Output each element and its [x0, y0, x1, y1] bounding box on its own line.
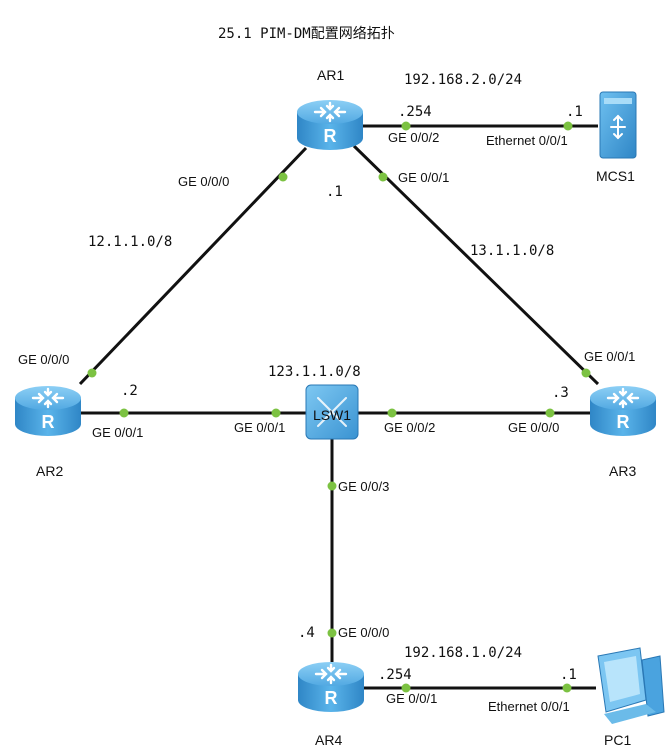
port-ar4-ge001: GE 0/0/1: [386, 691, 437, 706]
port-pc1-eth: Ethernet 0/0/1: [488, 699, 570, 714]
router-icon-glyph: R: [324, 126, 337, 146]
port-lsw1-ge001: GE 0/0/1: [234, 420, 285, 435]
router-icon-glyph: R: [42, 412, 55, 432]
router-ar4[interactable]: R: [296, 660, 366, 714]
label-lsw1: LSW1: [313, 407, 351, 423]
router-ar1[interactable]: R: [295, 98, 365, 152]
network-13: 13.1.1.0/8: [470, 243, 554, 259]
port-dot-ar3-ge001: [581, 368, 591, 378]
network-192-168-2: 192.168.2.0/24: [404, 72, 522, 88]
port-dot-ar2-ge001: [119, 408, 129, 418]
host-ar2-2: .2: [121, 383, 138, 399]
host-ar1-1: .1: [326, 184, 343, 200]
port-dot-ar4-ge000: [327, 628, 337, 638]
network-12: 12.1.1.0/8: [88, 234, 172, 250]
port-dot-lsw1-ge001: [271, 408, 281, 418]
port-dot-lsw1-ge002: [387, 408, 397, 418]
port-ar1-ge000: GE 0/0/0: [178, 174, 229, 189]
port-dot-pc1-eth: [562, 683, 572, 693]
router-ar2[interactable]: R: [13, 384, 83, 438]
router-icon-glyph: R: [325, 688, 338, 708]
port-ar3-ge000: GE 0/0/0: [508, 420, 559, 435]
port-lsw1-ge003: GE 0/0/3: [338, 479, 389, 494]
label-ar1: AR1: [317, 67, 344, 83]
server-mcs1[interactable]: [599, 91, 637, 159]
port-dot-ar4-ge001: [401, 683, 411, 693]
label-ar2: AR2: [36, 463, 63, 479]
network-123: 123.1.1.0/8: [268, 364, 361, 380]
link-ar1-ar3: [352, 144, 600, 386]
port-dot-ar1-ge002: [401, 121, 411, 131]
port-dot-lsw1-ge003: [327, 481, 337, 491]
label-mcs1: MCS1: [596, 168, 635, 184]
port-dot-ar2-ge000: [87, 368, 97, 378]
label-ar3: AR3: [609, 463, 636, 479]
server-arrows-icon: [610, 114, 626, 140]
host-ar1-254: .254: [398, 104, 432, 120]
diagram-title: 25.1 PIM-DM配置网络拓扑: [218, 26, 395, 42]
port-ar2-ge000: GE 0/0/0: [18, 352, 69, 367]
host-ar4-4: .4: [298, 625, 315, 641]
pc-pc1[interactable]: [597, 647, 665, 724]
label-ar4: AR4: [315, 732, 342, 748]
router-icon-glyph: R: [617, 412, 630, 432]
router-ar3[interactable]: R: [588, 384, 658, 438]
link-ar1-ar2: [78, 146, 308, 386]
network-192-168-1: 192.168.1.0/24: [404, 645, 522, 661]
host-ar4-254: .254: [378, 667, 412, 683]
port-ar2-ge001: GE 0/0/1: [92, 425, 143, 440]
host-mcs1-1: .1: [566, 104, 583, 120]
port-ar3-ge001: GE 0/0/1: [584, 349, 635, 364]
switch-lsw1[interactable]: LSW1: [305, 384, 359, 440]
port-dot-ar3-ge000: [545, 408, 555, 418]
port-dot-ar1-ge000: [278, 172, 288, 182]
port-ar1-ge002: GE 0/0/2: [388, 130, 439, 145]
host-ar3-3: .3: [552, 385, 569, 401]
port-mcs1-eth: Ethernet 0/0/1: [486, 133, 568, 148]
host-pc1-1: .1: [560, 667, 577, 683]
port-dot-mcs1-eth: [563, 121, 573, 131]
port-ar4-ge000: GE 0/0/0: [338, 625, 389, 640]
label-pc1: PC1: [604, 732, 631, 748]
switch-arrows-icon: [317, 397, 347, 427]
port-ar1-ge001: GE 0/0/1: [398, 170, 449, 185]
port-dot-ar1-ge001: [378, 172, 388, 182]
port-lsw1-ge002: GE 0/0/2: [384, 420, 435, 435]
